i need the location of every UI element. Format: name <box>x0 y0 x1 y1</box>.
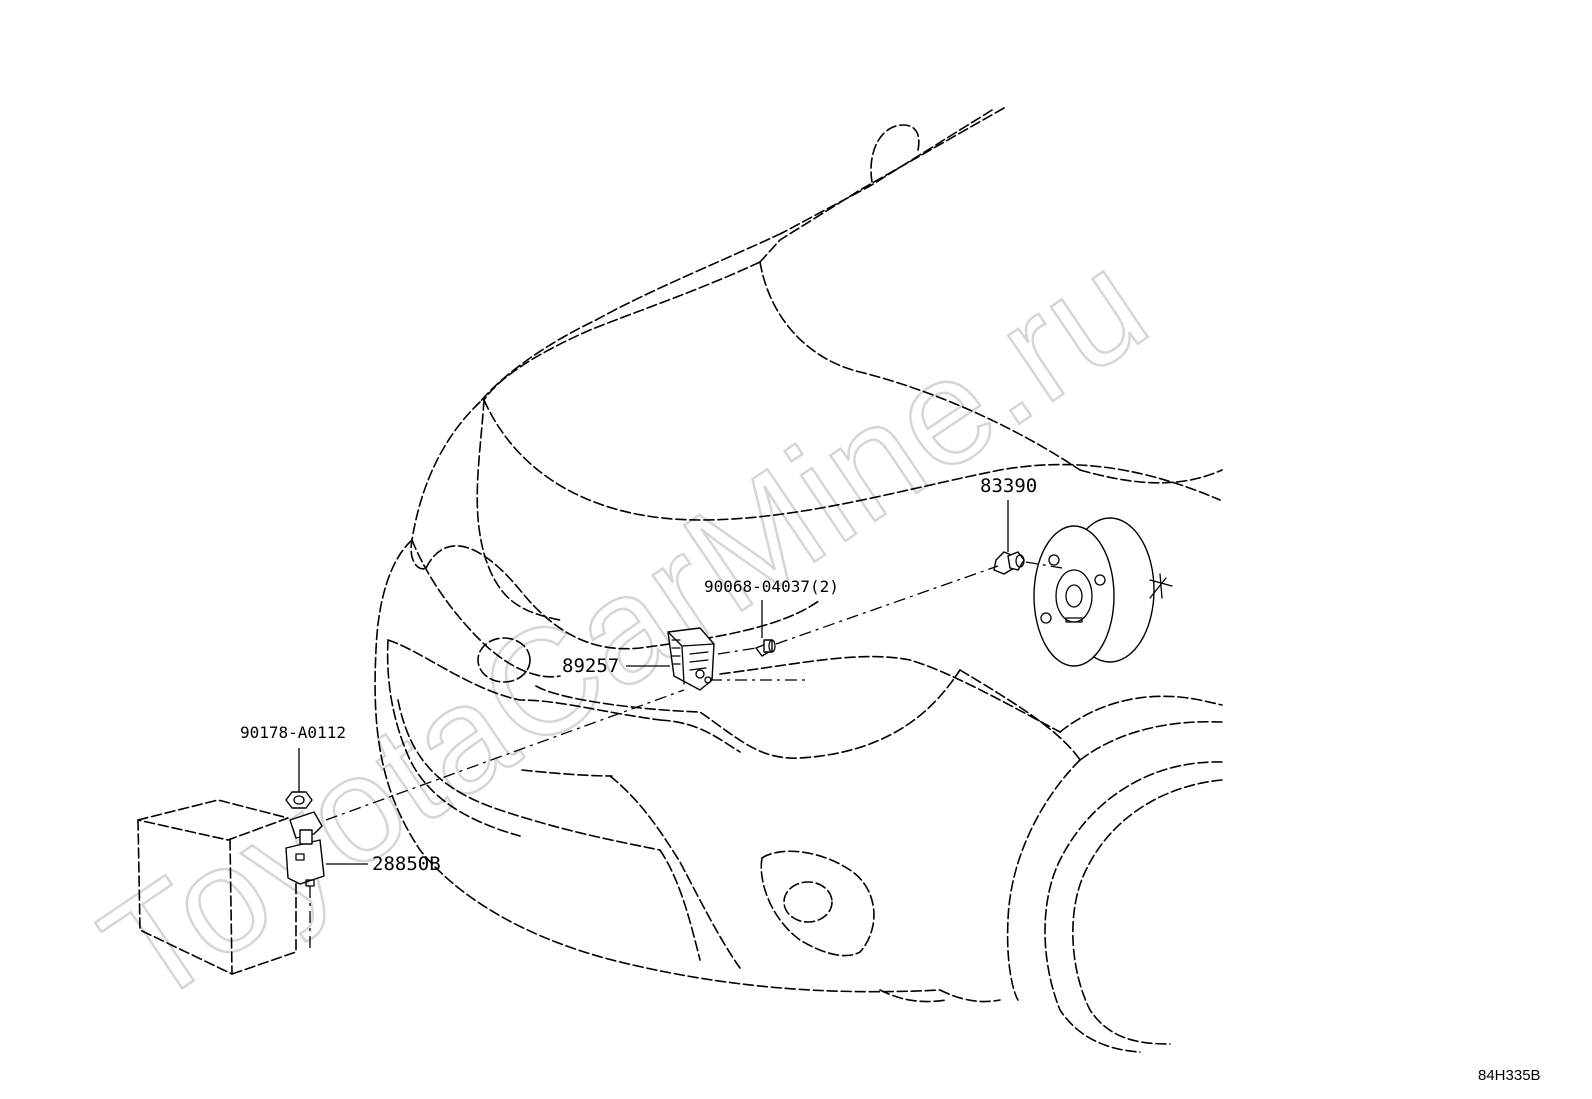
label-28850B: 28850B <box>372 853 441 875</box>
watermark: ToyotaCarMine.ru <box>74 217 1176 1036</box>
figure-code: 84H335B <box>1478 1067 1541 1084</box>
battery-box <box>137 799 297 975</box>
leader-lines <box>298 500 1063 950</box>
brake-booster-illustration <box>1033 517 1173 667</box>
part-90178-A0112-icon[interactable] <box>285 791 313 809</box>
label-90178-A0112: 90178-A0112 <box>240 723 346 742</box>
label-89257: 89257 <box>562 655 619 677</box>
part-83390-icon[interactable] <box>993 551 1025 575</box>
label-90068-04037: 90068-04037(2) <box>704 577 839 596</box>
label-83390: 83390 <box>980 475 1037 497</box>
part-90068-04037-icon[interactable] <box>755 639 776 657</box>
car-body-outline <box>374 107 1223 1053</box>
part-28850B-icon[interactable] <box>285 811 325 887</box>
